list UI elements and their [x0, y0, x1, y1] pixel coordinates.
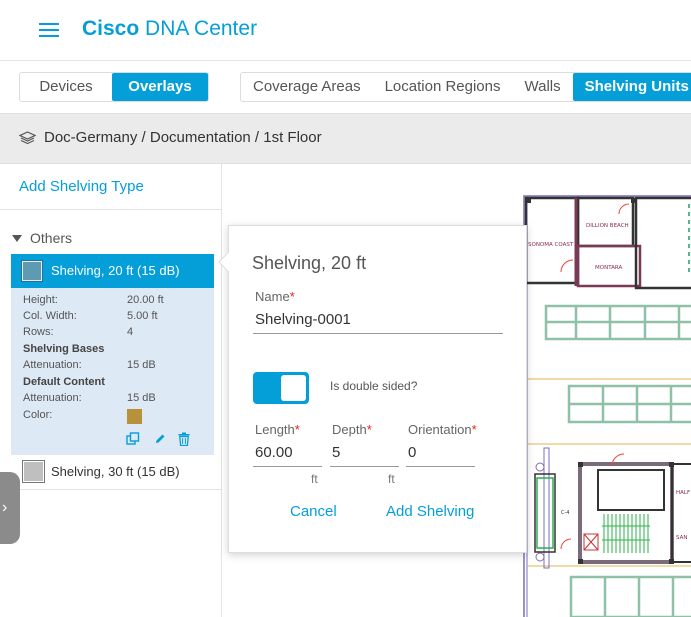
trash-icon[interactable]	[177, 432, 191, 446]
edit-pencil-icon[interactable]	[153, 432, 167, 446]
double-sided-label: Is double sided?	[330, 379, 418, 393]
shelving-type-item-selected[interactable]: Shelving, 20 ft (15 dB)	[11, 254, 214, 288]
shelving-swatch	[21, 260, 43, 282]
top-header: Cisco DNA Center	[0, 0, 691, 61]
shelving-type-details: Height:20.00 ft Col. Width:5.00 ft Rows:…	[11, 288, 214, 455]
tab-walls[interactable]: Walls	[524, 78, 561, 95]
add-shelving-type-link[interactable]: Add Shelving Type	[19, 178, 144, 195]
shelving-type-name: Shelving, 30 ft (15 dB)	[51, 464, 180, 479]
room-label: C-4	[561, 510, 569, 516]
breadcrumb-text[interactable]: Doc-Germany / Documentation / 1st Floor	[44, 129, 322, 146]
room-label: HALF	[676, 490, 690, 496]
tab-devices[interactable]: Devices	[39, 78, 93, 95]
orientation-field-underline	[406, 466, 475, 467]
tab-overlays[interactable]: Overlays	[112, 73, 208, 101]
divider	[0, 209, 222, 210]
layers-icon	[19, 131, 36, 145]
length-field[interactable]: 60.00	[255, 444, 293, 461]
depth-field-underline	[330, 466, 399, 467]
app-title: Cisco DNA Center	[82, 17, 258, 40]
cancel-button[interactable]: Cancel	[290, 503, 337, 520]
add-shelving-button[interactable]: Add Shelving	[386, 503, 475, 520]
shelving-swatch	[22, 460, 45, 483]
group-others-toggle[interactable]: Others	[12, 230, 72, 246]
room-label: DILLION BEACH	[586, 223, 629, 229]
shelving-type-name: Shelving, 20 ft (15 dB)	[51, 263, 180, 278]
hamburger-menu-icon[interactable]	[39, 23, 59, 37]
room-label: SONOMA COAST	[528, 242, 574, 248]
add-shelving-popover: Shelving, 20 ft Name* Shelving-0001 Is d…	[218, 225, 527, 553]
room-label: SAN	[676, 535, 687, 541]
floor-plan-drawing[interactable]: DILLION BEACH SONOMA COAST MONTARA	[223, 164, 691, 617]
color-swatch	[127, 409, 142, 424]
tab-shelving-units[interactable]: Shelving Units	[572, 73, 691, 101]
tab-location-regions[interactable]: Location Regions	[384, 78, 501, 95]
depth-unit: ft	[388, 472, 395, 486]
caret-down-icon	[12, 235, 22, 242]
name-field-underline	[253, 333, 503, 334]
shelving-types-panel: Add Shelving Type Others Shelving, 20 ft…	[0, 164, 222, 617]
length-unit: ft	[311, 472, 318, 486]
copy-icon[interactable]	[126, 432, 140, 446]
length-field-underline	[253, 466, 322, 467]
name-label: Name*	[255, 289, 295, 304]
depth-field[interactable]: 5	[332, 444, 341, 461]
double-sided-toggle[interactable]	[253, 372, 309, 404]
divider	[0, 489, 222, 490]
popover-title: Shelving, 20 ft	[252, 253, 367, 273]
name-field[interactable]: Shelving-0001	[255, 311, 351, 328]
shelving-type-item[interactable]: Shelving, 30 ft (15 dB)	[11, 458, 214, 488]
view-tabs: Devices Overlays	[19, 72, 209, 102]
panel-expand-handle[interactable]: ›	[0, 472, 20, 544]
length-label: Length*	[255, 422, 300, 437]
chevron-right-icon: ›	[2, 499, 8, 516]
breadcrumb: Doc-Germany / Documentation / 1st Floor	[0, 113, 691, 164]
room-label: MONTARA	[595, 265, 622, 271]
overlay-tabs: Coverage Areas Location Regions Walls Sh…	[240, 72, 691, 102]
toggle-knob	[281, 375, 306, 401]
orientation-field[interactable]: 0	[408, 444, 417, 461]
tabs-row: Devices Overlays Coverage Areas Location…	[0, 61, 691, 113]
tab-coverage-areas[interactable]: Coverage Areas	[253, 78, 361, 95]
orientation-label: Orientation*	[408, 422, 477, 437]
depth-label: Depth*	[332, 422, 372, 437]
